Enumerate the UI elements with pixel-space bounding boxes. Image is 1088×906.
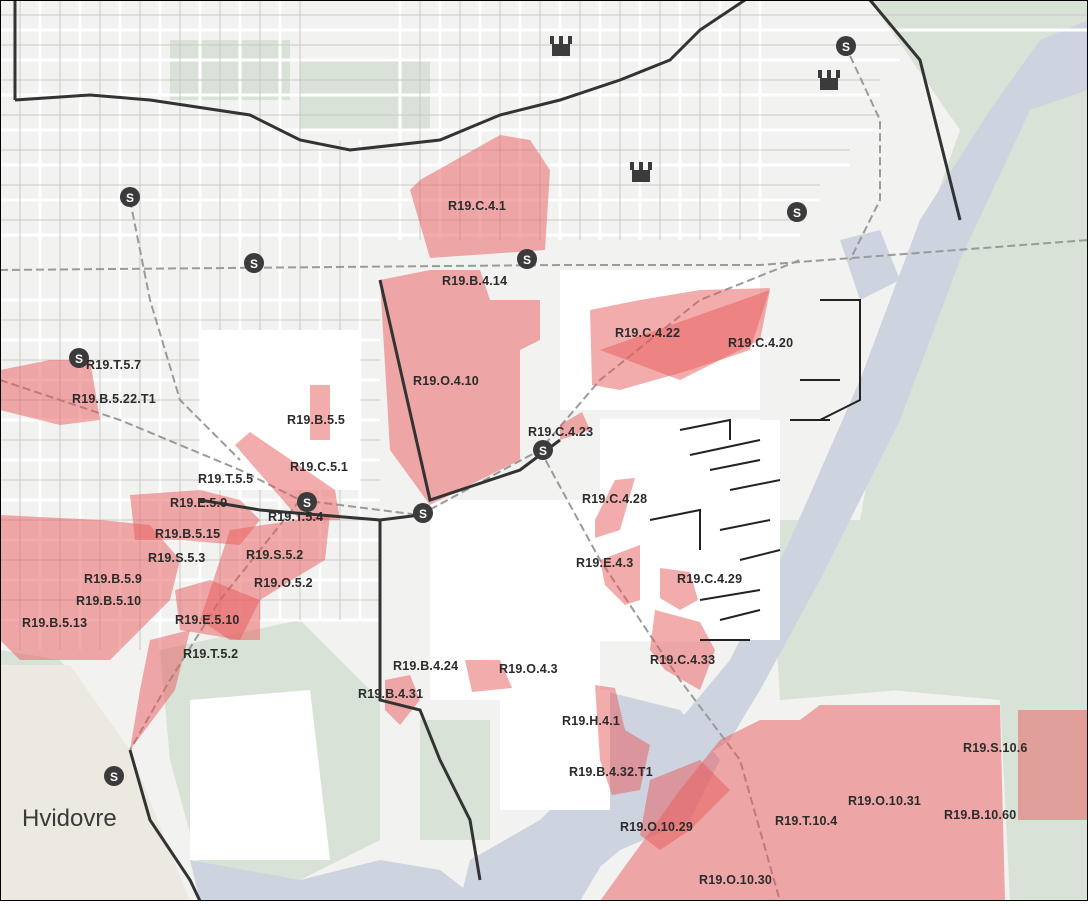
- svg-text:S: S: [126, 191, 134, 205]
- zone-label[interactable]: R19.C.4.20: [728, 336, 793, 350]
- zone-label[interactable]: R19.B.5.9: [84, 572, 142, 586]
- zone-label[interactable]: R19.C.4.23: [528, 425, 593, 439]
- zone-label[interactable]: R19.B.5.10: [76, 594, 141, 608]
- harbour-piers: [649, 299, 861, 641]
- zone-label[interactable]: R19.B.5.22.T1: [72, 392, 156, 406]
- s-train-station-icon[interactable]: S: [836, 36, 856, 56]
- zone-label[interactable]: R19.H.4.1: [562, 714, 620, 728]
- s-train-station-icon[interactable]: S: [517, 249, 537, 269]
- svg-text:S: S: [842, 40, 850, 54]
- zone-label[interactable]: R19.B.5.5: [287, 413, 345, 427]
- zone-label[interactable]: R19.B.4.32.T1: [569, 765, 653, 779]
- svg-text:S: S: [523, 253, 531, 267]
- zone-label[interactable]: R19.E.5.9: [170, 496, 227, 510]
- zone-label[interactable]: R19.C.4.29: [677, 572, 742, 586]
- zone-label[interactable]: R19.C.4.33: [650, 653, 715, 667]
- zone-label[interactable]: R19.S.5.2: [246, 548, 303, 562]
- zone-label[interactable]: R19.T.5.5: [198, 472, 253, 486]
- zone-label[interactable]: R19.T.10.4: [775, 814, 837, 828]
- airfield-area: [0, 665, 190, 901]
- s-train-station-icon[interactable]: S: [533, 440, 553, 460]
- zone-label[interactable]: R19.S.10.6: [963, 741, 1028, 755]
- s-train-station-icon[interactable]: S: [413, 503, 433, 523]
- svg-text:S: S: [110, 770, 118, 784]
- svg-text:S: S: [250, 257, 258, 271]
- zone-label[interactable]: R19.S.5.3: [148, 551, 205, 565]
- zone-label[interactable]: R19.O.4.10: [413, 374, 479, 388]
- s-train-station-icon[interactable]: S: [104, 766, 124, 786]
- s-train-station-icon[interactable]: S: [120, 187, 140, 207]
- svg-text:S: S: [539, 444, 547, 458]
- svg-text:S: S: [793, 206, 801, 220]
- s-train-station-icon[interactable]: S: [787, 202, 807, 222]
- zone-label[interactable]: R19.B.5.15: [155, 527, 220, 541]
- zone-label[interactable]: R19.B.5.13: [22, 616, 87, 630]
- zone-label[interactable]: R19.E.5.10: [175, 613, 240, 627]
- zone-labels: R19.C.4.1 R19.B.4.14 R19.C.4.22 R19.C.4.…: [22, 199, 1028, 887]
- s-train-station-icon[interactable]: S: [69, 348, 89, 368]
- zone-label[interactable]: R19.O.10.30: [699, 873, 772, 887]
- zone-label[interactable]: R19.C.4.28: [582, 492, 647, 506]
- metro-station-icon[interactable]: [630, 162, 652, 182]
- zone-label[interactable]: R19.C.4.1: [448, 199, 506, 213]
- zone-label[interactable]: R19.O.5.2: [254, 576, 313, 590]
- s-train-station-icon[interactable]: S: [244, 253, 264, 273]
- svg-text:S: S: [419, 507, 427, 521]
- street-lines: [0, 0, 1088, 650]
- metro-station-icon[interactable]: [550, 36, 572, 56]
- zone-label[interactable]: R19.T.5.4: [268, 510, 323, 524]
- s-train-station-icon[interactable]: S: [297, 492, 317, 512]
- zone-label[interactable]: R19.B.4.14: [442, 274, 507, 288]
- zone-label[interactable]: R19.B.4.24: [393, 659, 458, 673]
- zone-label[interactable]: R19.T.5.7: [86, 358, 141, 372]
- municipal-border: [13, 0, 962, 902]
- zone-label[interactable]: R19.B.4.31: [358, 687, 423, 701]
- zone-label[interactable]: R19.B.10.60: [944, 808, 1016, 822]
- svg-text:S: S: [303, 496, 311, 510]
- zone-label[interactable]: R19.T.5.2: [183, 647, 238, 661]
- zone-label[interactable]: R19.C.4.22: [615, 326, 680, 340]
- zone-label[interactable]: R19.O.4.3: [499, 662, 558, 676]
- svg-text:S: S: [75, 352, 83, 366]
- zone-label[interactable]: R19.O.10.31: [848, 794, 921, 808]
- zone-label[interactable]: R19.E.4.3: [576, 556, 633, 570]
- metro-station-icon[interactable]: [818, 70, 840, 90]
- zone-label[interactable]: R19.O.10.29: [620, 820, 693, 834]
- planning-zones: [0, 135, 1088, 901]
- place-label-hvidovre: Hvidovre: [22, 805, 117, 832]
- zone-label[interactable]: R19.C.5.1: [290, 460, 348, 474]
